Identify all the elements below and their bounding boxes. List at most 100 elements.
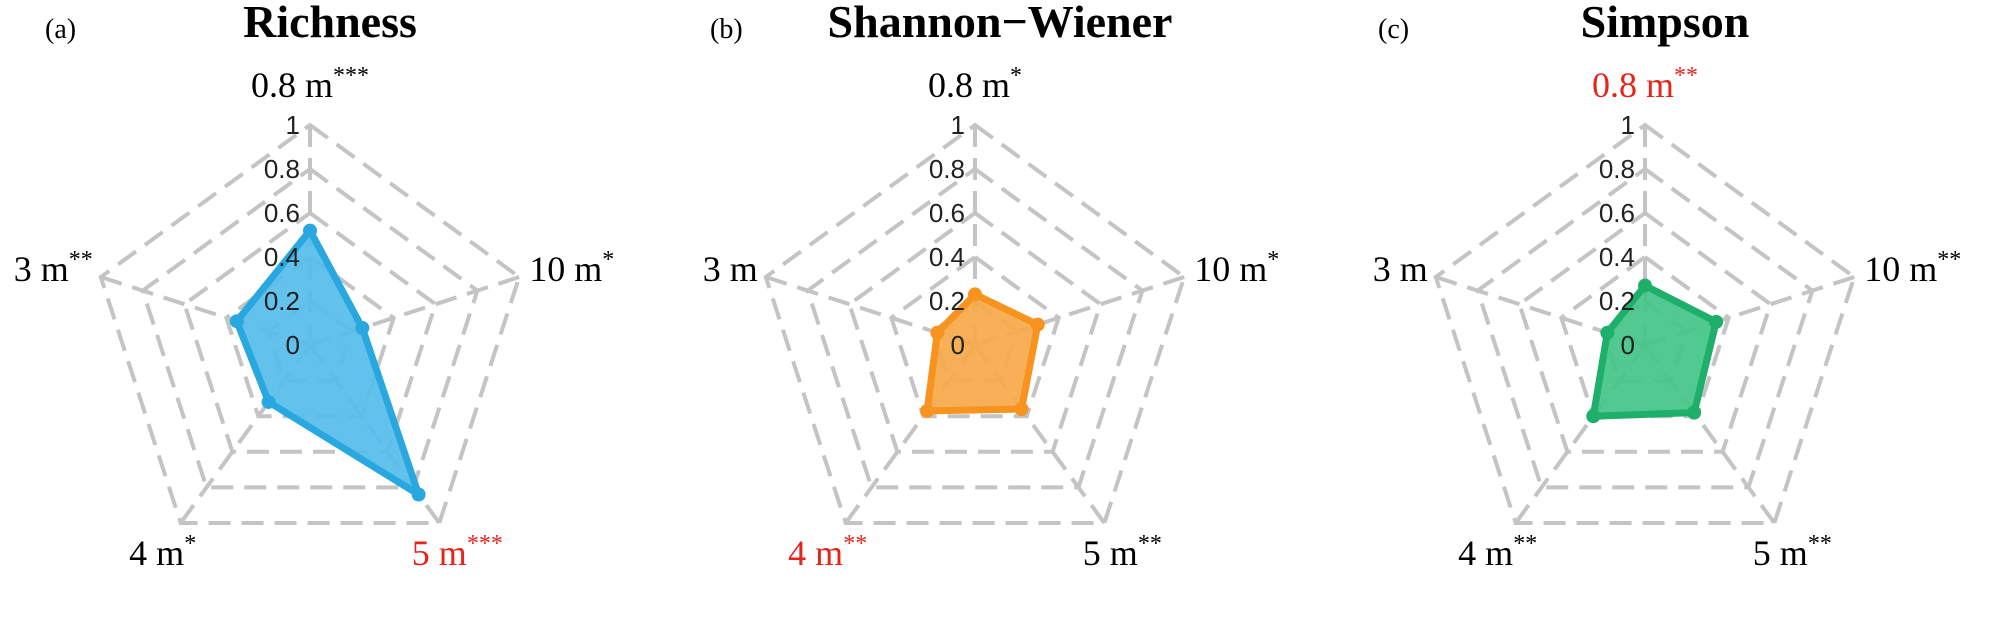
grid-ring xyxy=(1517,210,1773,454)
axis-label: 0.8 m** xyxy=(1592,63,1698,105)
panel-title: Simpson xyxy=(1581,0,1750,47)
axis-label: 3 m** xyxy=(14,247,93,289)
tick-label: 1 xyxy=(286,110,300,140)
data-point xyxy=(355,321,370,336)
data-point xyxy=(1638,278,1652,293)
grid-ring xyxy=(98,122,522,525)
axis-label: 3 m xyxy=(1373,249,1428,289)
axis-label: 4 m** xyxy=(788,531,867,573)
data-point xyxy=(1030,317,1045,332)
axis-label: 4 m** xyxy=(1458,531,1537,573)
tick-label: 0.2 xyxy=(929,286,965,316)
axis-name: 4 m xyxy=(1458,533,1513,573)
tick-label: 0.6 xyxy=(929,198,965,228)
tick-label: 0.8 xyxy=(929,154,965,184)
grid-ring xyxy=(182,210,438,454)
data-point xyxy=(1709,314,1724,329)
axis-label: 10 m** xyxy=(1864,247,1961,289)
data-point xyxy=(930,325,945,340)
significance-stars: ** xyxy=(1674,63,1698,89)
tick-label: 0.6 xyxy=(1599,198,1635,228)
axis-label: 5 m*** xyxy=(412,531,503,573)
tick-label: 0 xyxy=(951,330,965,360)
axis-label: 5 m** xyxy=(1753,531,1832,573)
significance-stars: ** xyxy=(1937,247,1961,273)
significance-stars: *** xyxy=(333,63,369,89)
axis-label: 0.8 m*** xyxy=(251,63,369,105)
data-point xyxy=(1014,402,1029,417)
significance-stars: ** xyxy=(1138,531,1162,557)
tick-label: 1 xyxy=(1621,110,1635,140)
axis-name: 3 m xyxy=(1373,249,1428,289)
axis-name: 5 m xyxy=(1753,533,1808,573)
significance-stars: * xyxy=(1010,63,1022,89)
significance-stars: * xyxy=(602,247,614,273)
data-point xyxy=(920,403,935,418)
axis-name: 4 m xyxy=(129,533,184,573)
significance-stars: ** xyxy=(69,247,93,273)
significance-stars: ** xyxy=(1808,531,1832,557)
axis-label: 10 m* xyxy=(529,247,614,289)
panel-letter: (b) xyxy=(710,14,743,45)
axis-name: 0.8 m xyxy=(251,65,333,105)
grid-ring xyxy=(223,254,397,419)
axis-label: 5 m** xyxy=(1083,531,1162,573)
tick-label: 0.6 xyxy=(264,198,300,228)
axis-name: 10 m xyxy=(1864,249,1937,289)
panel-letter: (a) xyxy=(45,14,76,45)
axis-name: 10 m xyxy=(1194,249,1267,289)
data-area xyxy=(233,227,423,499)
grid-ring xyxy=(1558,254,1732,419)
data-point xyxy=(303,223,317,238)
data-point xyxy=(1586,409,1601,424)
tick-label: 0.8 xyxy=(1599,154,1635,184)
tick-label: 0.4 xyxy=(1599,242,1635,272)
grid-ring xyxy=(1475,166,1815,490)
axis-name: 0.8 m xyxy=(1592,65,1674,105)
axis-label: 4 m* xyxy=(129,531,196,573)
significance-stars: *** xyxy=(467,531,503,557)
data-point xyxy=(411,487,426,502)
tick-label: 0 xyxy=(1621,330,1635,360)
data-point xyxy=(1687,405,1702,420)
grid-ring xyxy=(763,122,1187,525)
data-point xyxy=(261,394,276,409)
tick-label: 0 xyxy=(286,330,300,360)
tick-label: 0.8 xyxy=(264,154,300,184)
panel-letter: (c) xyxy=(1378,14,1409,45)
axis-name: 0.8 m xyxy=(928,65,1010,105)
tick-label: 0.2 xyxy=(264,286,300,316)
tick-label: 0.4 xyxy=(264,242,300,272)
grid-ring xyxy=(1433,122,1857,525)
axis-name: 5 m xyxy=(1083,533,1138,573)
tick-label: 0.2 xyxy=(1599,286,1635,316)
grid-ring xyxy=(140,166,480,490)
tick-label: 0.4 xyxy=(929,242,965,272)
axis-label: 10 m* xyxy=(1194,247,1279,289)
significance-stars: ** xyxy=(1513,531,1537,557)
data-area xyxy=(1589,282,1720,420)
panel-title: Richness xyxy=(243,0,417,47)
grid-ring xyxy=(805,166,1145,490)
panel-title: Shannon−Wiener xyxy=(828,0,1173,47)
grid-ring xyxy=(847,210,1103,454)
significance-stars: ** xyxy=(843,531,867,557)
tick-label: 1 xyxy=(951,110,965,140)
axis-name: 10 m xyxy=(529,249,602,289)
significance-stars: * xyxy=(1267,247,1279,273)
axis-name: 3 m xyxy=(14,249,69,289)
axis-label: 3 m xyxy=(703,249,758,289)
data-area xyxy=(923,290,1042,415)
grid-ring xyxy=(888,254,1062,419)
axis-name: 5 m xyxy=(412,533,467,573)
data-point xyxy=(1600,325,1615,340)
axis-label: 0.8 m* xyxy=(928,63,1022,105)
axis-name: 3 m xyxy=(703,249,758,289)
data-point xyxy=(229,314,244,329)
axis-name: 4 m xyxy=(788,533,843,573)
